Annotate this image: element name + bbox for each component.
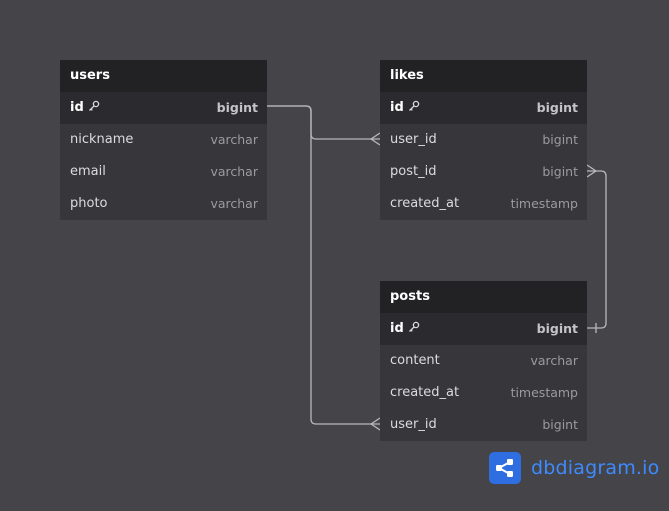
field-type: bigint [536,100,578,115]
field-type: varchar [530,353,578,368]
key-icon [408,100,420,111]
field-type: bigint [536,321,578,336]
field-type: timestamp [510,196,578,211]
field-type: timestamp [510,385,578,400]
field-type: varchar [210,132,258,147]
field-row-content[interactable]: content varchar [380,345,587,377]
field-row-id[interactable]: id bigint [380,92,587,124]
field-name: user_id [390,417,437,432]
field-type: bigint [216,100,258,115]
field-row-id[interactable]: id bigint [60,92,267,124]
field-type: bigint [542,132,578,147]
key-icon [408,321,420,332]
field-name: created_at [390,385,460,400]
field-name: id [390,92,420,124]
field-name: photo [70,196,108,211]
table-header[interactable]: posts [380,281,587,313]
field-row-created-at[interactable]: created_at timestamp [380,377,587,409]
field-row-user-id[interactable]: user_id bigint [380,409,587,441]
field-type: varchar [210,164,258,179]
table-header[interactable]: likes [380,60,587,92]
table-users[interactable]: users id bigint nickname varchar email v… [60,60,267,220]
field-name: id [70,92,100,124]
brand-name: dbdiagram.io [531,457,660,479]
field-name: email [70,164,106,179]
field-type: varchar [210,196,258,211]
share-nodes-icon [489,452,521,484]
table-likes[interactable]: likes id bigint user_id bigint post_id b… [380,60,587,220]
field-row-nickname[interactable]: nickname varchar [60,124,267,156]
many-marker [369,417,381,431]
field-name: created_at [390,196,460,211]
field-name: nickname [70,132,134,147]
field-row-user-id[interactable]: user_id bigint [380,124,587,156]
field-name: user_id [390,132,437,147]
key-icon [88,100,100,111]
field-row-email[interactable]: email varchar [60,156,267,188]
field-row-post-id[interactable]: post_id bigint [380,156,587,188]
field-row-photo[interactable]: photo varchar [60,188,267,220]
field-name: post_id [390,164,437,179]
field-type: bigint [542,164,578,179]
field-name: content [390,353,440,368]
field-row-created-at[interactable]: created_at timestamp [380,188,587,220]
many-marker [369,132,381,146]
field-row-id[interactable]: id bigint [380,313,587,345]
many-marker [586,164,598,178]
relation-posts-likes [587,170,607,329]
table-header[interactable]: users [60,60,267,92]
table-posts[interactable]: posts id bigint content varchar created_… [380,281,587,441]
brand-watermark[interactable]: dbdiagram.io [489,452,659,484]
field-name: id [390,313,420,345]
field-type: bigint [542,417,578,432]
